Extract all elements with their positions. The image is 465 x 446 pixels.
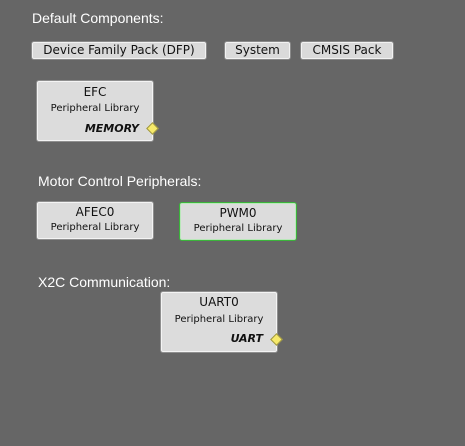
afec0-subtitle: Peripheral Library — [50, 222, 140, 233]
pwm0-subtitle: Peripheral Library — [193, 223, 283, 234]
system-button[interactable]: System — [224, 41, 291, 60]
uart0-component-node[interactable]: UART0 Peripheral Library UART — [160, 291, 278, 353]
x2c-communication-label: X2C Communication: — [38, 274, 171, 290]
pwm0-component-node[interactable]: PWM0 Peripheral Library — [179, 202, 297, 241]
device-family-pack-button[interactable]: Device Family Pack (DFP) — [31, 41, 207, 60]
efc-subtitle: Peripheral Library — [50, 103, 140, 114]
afec0-component-node[interactable]: AFEC0 Peripheral Library — [36, 201, 154, 240]
uart0-title: UART0 — [199, 295, 239, 309]
cmsis-pack-button[interactable]: CMSIS Pack — [300, 41, 394, 60]
motor-control-label: Motor Control Peripherals: — [38, 173, 202, 189]
afec0-title: AFEC0 — [75, 205, 115, 219]
efc-title: EFC — [83, 85, 107, 99]
efc-memory-capability: MEMORY — [84, 122, 139, 135]
default-components-label: Default Components: — [32, 10, 164, 26]
pwm0-title: PWM0 — [219, 206, 257, 220]
efc-component-node[interactable]: EFC Peripheral Library MEMORY — [36, 80, 154, 142]
uart0-subtitle: Peripheral Library — [174, 314, 264, 325]
uart0-uart-capability: UART — [230, 332, 263, 345]
